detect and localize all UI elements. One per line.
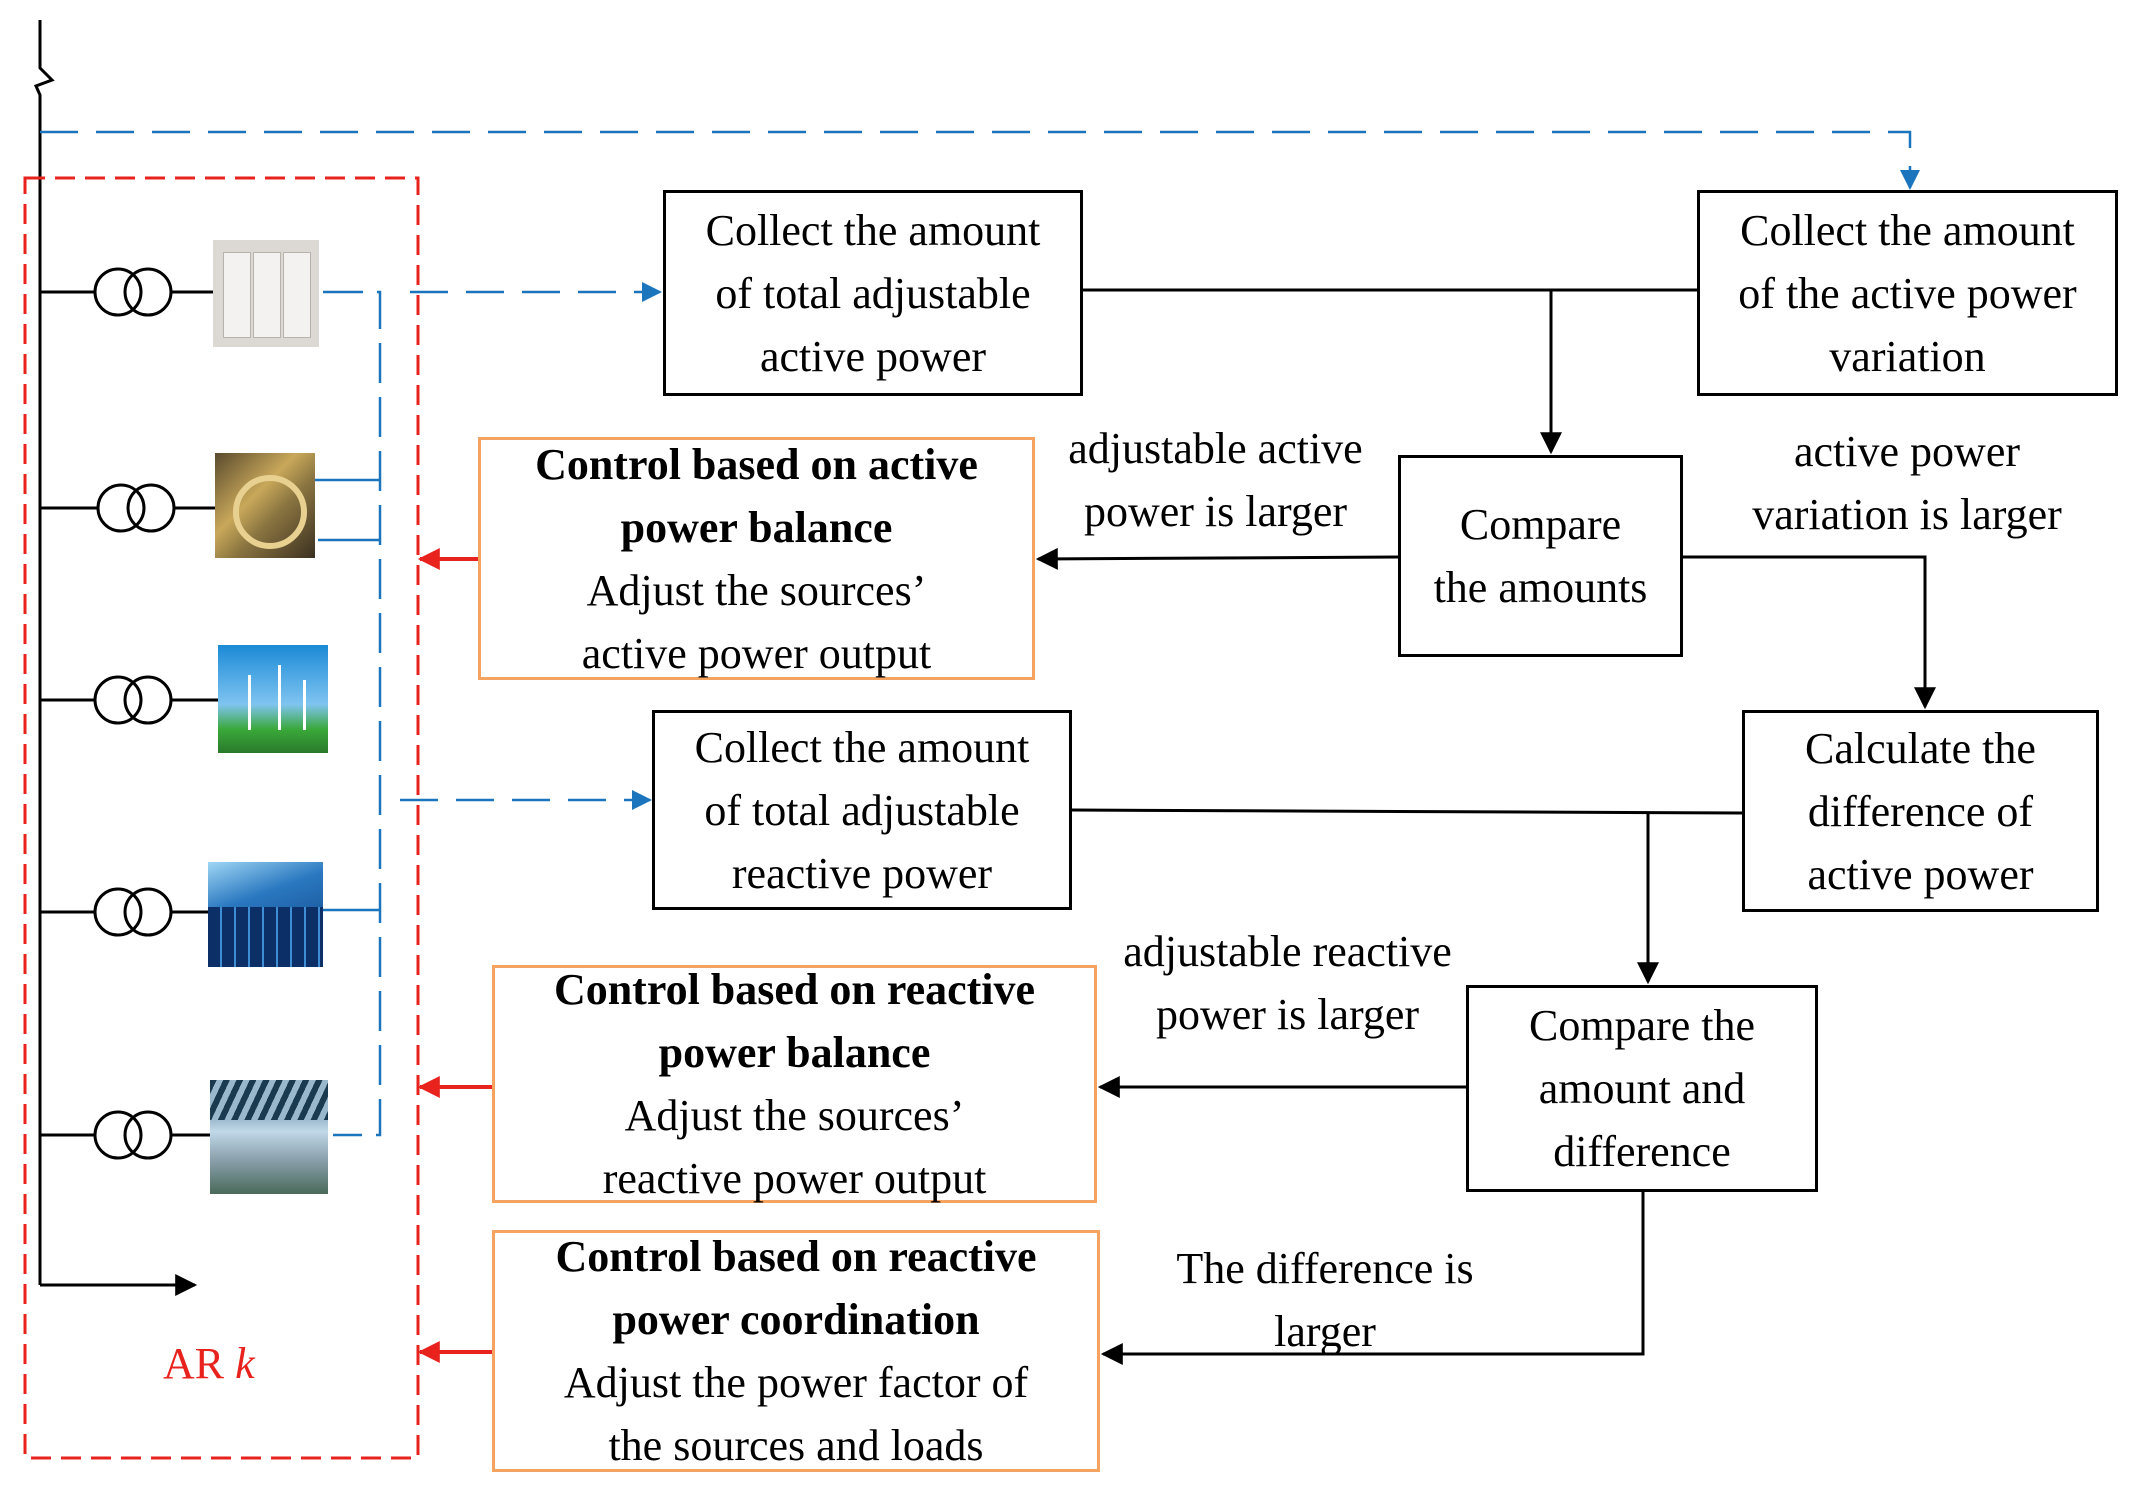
- compare-amount-difference-box: Compare the amount and difference: [1466, 985, 1818, 1192]
- ar-label: AR k: [163, 1339, 255, 1388]
- compare-amounts-box: Compare the amounts: [1398, 455, 1683, 657]
- collect-total-active-power-box: Collect the amount of total adjustable a…: [663, 190, 1083, 396]
- label-adjustable-active-larger: adjustable active power is larger: [1068, 424, 1363, 536]
- solar-panel-icon: [208, 862, 323, 967]
- collect-active-power-variation-box: Collect the amount of the active power v…: [1697, 190, 2118, 396]
- feeders: [40, 267, 218, 1160]
- control-arrows: [417, 548, 495, 1363]
- ar-boundary: [23, 176, 420, 1460]
- measurement-links: [40, 130, 1920, 1137]
- calculate-difference-box: Calculate the difference of active power: [1742, 710, 2099, 912]
- control-active-power-balance-box: Control based on active power balance Ad…: [478, 437, 1035, 680]
- industrial-load-icon: [210, 1080, 328, 1194]
- label-variation-larger: active power variation is larger: [1752, 427, 2062, 539]
- wind-turbine-icon: [218, 645, 328, 753]
- hydro-turbine-icon: [215, 453, 315, 558]
- label-difference-larger: The difference is larger: [1176, 1244, 1474, 1356]
- control-reactive-power-balance-box: Control based on reactive power balance …: [492, 965, 1097, 1203]
- flow-connectors: [1035, 288, 1936, 1365]
- collect-total-reactive-power-box: Collect the amount of total adjustable r…: [652, 710, 1072, 910]
- label-adjustable-reactive-larger: adjustable reactive power is larger: [1123, 927, 1452, 1039]
- main-bus: [33, 20, 198, 1296]
- generator-cabinet-icon: [213, 240, 319, 347]
- control-reactive-power-coordination-box: Control based on reactive power coordina…: [492, 1230, 1100, 1472]
